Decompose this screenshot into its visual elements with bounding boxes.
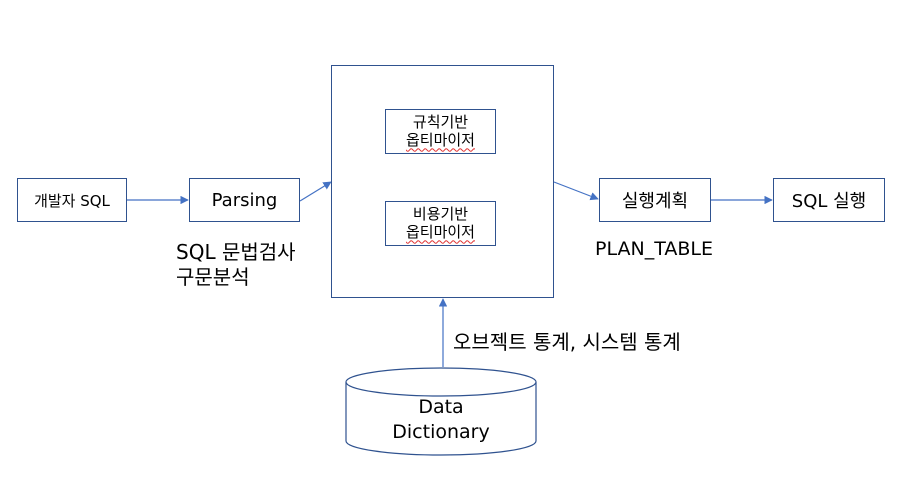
data-dictionary-line-2: Dictionary xyxy=(392,421,490,443)
plan-table-annotation: PLAN_TABLE xyxy=(595,238,713,260)
edge-optimizer-to-plan xyxy=(553,181,599,201)
parsing-label: Parsing xyxy=(211,189,278,211)
rule-based-line-1: 규칙기반 xyxy=(412,113,469,132)
data-dictionary-line-1: Data xyxy=(418,396,464,418)
cost-based-line-2: 옵티마이저 xyxy=(405,222,475,241)
sql-execution-box: SQL 실행 xyxy=(773,178,885,222)
cost-based-line-1: 비용기반 xyxy=(412,205,469,224)
cost-based-optimizer-box: 비용기반 옵티마이저 xyxy=(385,201,496,246)
parsing-annotation-line-1: SQL 문법검사 xyxy=(176,240,296,264)
data-dictionary-label: Data Dictionary xyxy=(346,395,536,445)
sql-execution-label: SQL 실행 xyxy=(791,191,867,212)
parsing-annotation: SQL 문법검사 구문분석 xyxy=(176,240,296,290)
developer-sql-label: 개발자 SQL xyxy=(34,191,110,210)
optimizer-container xyxy=(331,65,554,298)
parsing-box: Parsing xyxy=(189,178,300,222)
rule-based-optimizer-box: 규칙기반 옵티마이저 xyxy=(385,109,496,154)
edge-parsing-to-optimizer xyxy=(299,181,332,202)
data-dictionary-cylinder xyxy=(345,367,537,456)
developer-sql-box: 개발자 SQL xyxy=(17,178,127,222)
execution-plan-box: 실행계획 xyxy=(599,178,711,222)
execution-plan-label: 실행계획 xyxy=(621,191,689,212)
statistics-annotation: 오브젝트 통계, 시스템 통계 xyxy=(453,330,681,354)
rule-based-line-2: 옵티마이저 xyxy=(405,130,475,149)
parsing-annotation-line-2: 구문분석 xyxy=(176,265,250,289)
